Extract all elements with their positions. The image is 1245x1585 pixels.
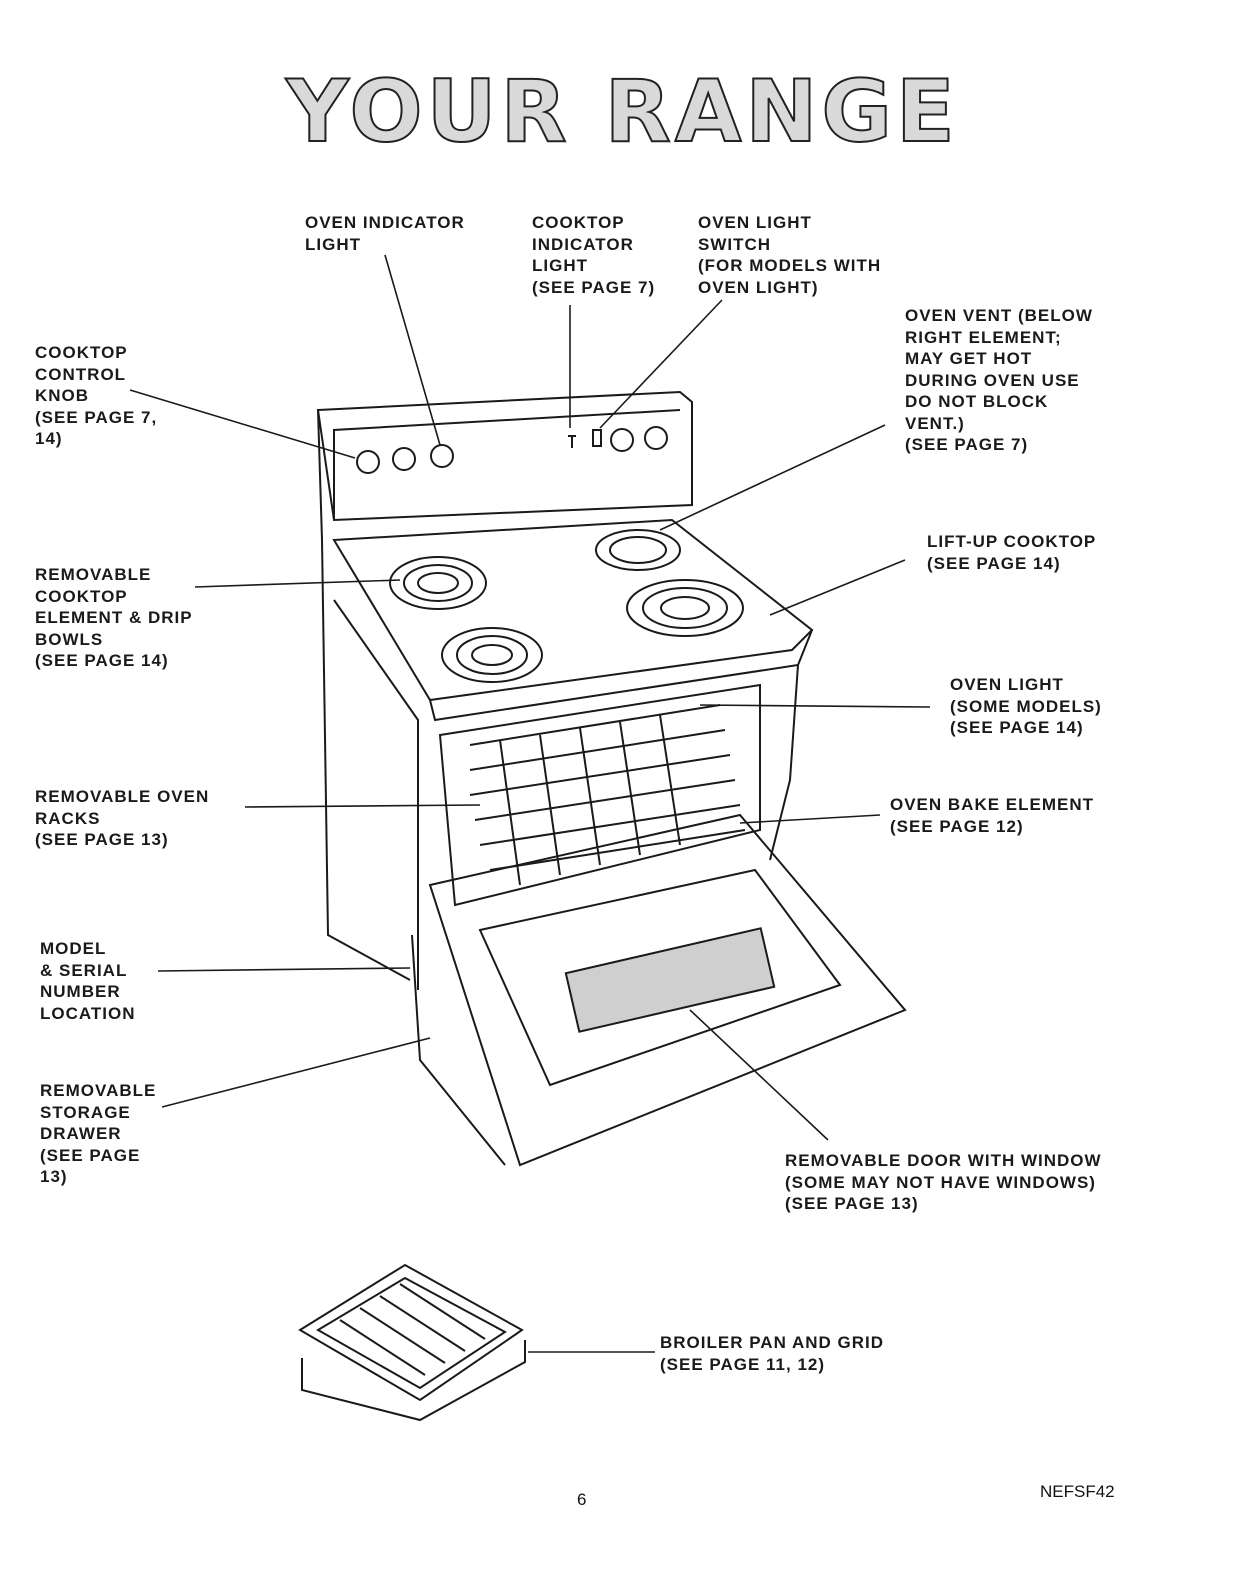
cooktop-surface xyxy=(332,518,814,702)
label-removable-door: REMOVABLE DOOR WITH WINDOW(SOME MAY NOT … xyxy=(785,1151,1102,1213)
page-title: YOUR RANGE xyxy=(285,61,959,163)
label-lift-up-cooktop: LIFT-UP COOKTOP(SEE PAGE 14) xyxy=(927,532,1097,573)
backguard-panel xyxy=(316,390,693,522)
control-knob-icons xyxy=(356,426,668,474)
oven-door xyxy=(428,813,907,1167)
label-broiler-pan: BROILER PAN AND GRID(SEE PAGE 11, 12) xyxy=(660,1333,884,1374)
storage-drawer xyxy=(411,934,506,1166)
leader-lines xyxy=(129,254,931,1353)
burner-icons xyxy=(389,529,744,683)
document-code: NEFSF42 xyxy=(1040,1482,1115,1501)
page-number: 6 xyxy=(577,1490,587,1509)
door-window xyxy=(564,927,776,1033)
oven-cavity xyxy=(438,683,761,907)
label-oven-bake-element: OVEN BAKE ELEMENT(SEE PAGE 12) xyxy=(890,795,1095,836)
label-oven-light: OVEN LIGHT(SOME MODELS)(SEE PAGE 14) xyxy=(950,675,1102,737)
broiler-pan-icon xyxy=(298,1263,526,1422)
